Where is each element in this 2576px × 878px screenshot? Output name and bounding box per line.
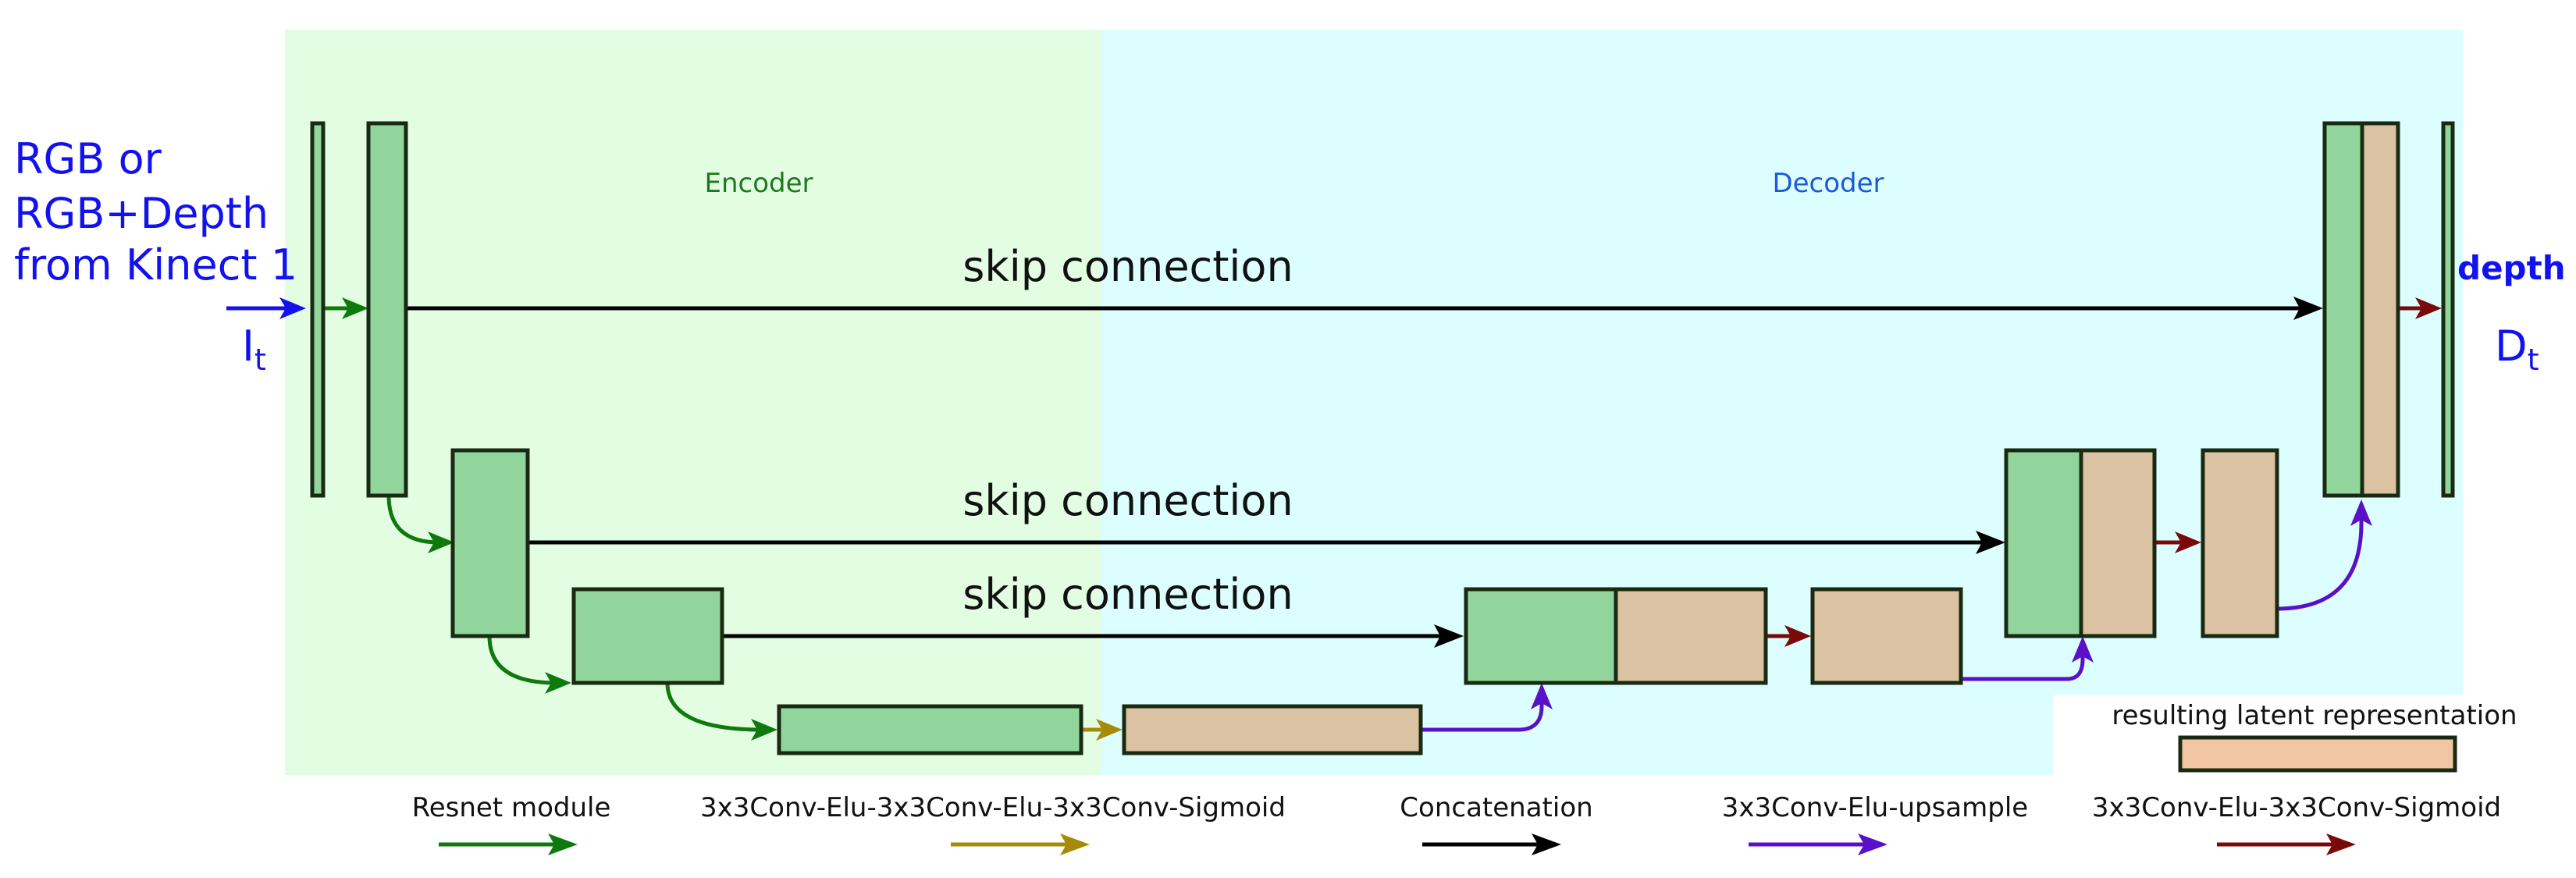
legend-arrow-resnet — [439, 834, 578, 855]
output-title: depth — [2457, 249, 2566, 287]
input-symbol-subscript: t — [254, 343, 266, 377]
legend-arrow-concatenation — [1422, 834, 1561, 855]
skip-arrow-1 — [406, 297, 2323, 320]
concat-block-3-up — [2360, 121, 2400, 498]
resnet-arrow-2 — [386, 495, 454, 553]
encoder-block-2 — [450, 448, 530, 638]
skip-arrow-2 — [528, 531, 2005, 554]
input-title-line-3: from Kinect 1 — [14, 240, 297, 290]
input-layer-block — [310, 121, 326, 498]
resnet-arrow-1 — [322, 297, 368, 319]
sigmoid-arrow-2 — [2154, 531, 2201, 553]
bottleneck-block — [1122, 704, 1423, 755]
encoder-block-1 — [366, 121, 408, 498]
legend-label-upsample: 3x3Conv-Elu-upsample — [1722, 792, 2028, 823]
decoder-region — [1101, 30, 2463, 775]
conv-sigmoid-arrow — [1081, 719, 1123, 741]
sigmoid-arrow-3 — [2395, 297, 2442, 319]
output-symbol-letter: D — [2495, 322, 2528, 371]
encoder-label: Encoder — [704, 168, 813, 199]
skip-connection-label-2: skip connection — [962, 476, 1293, 525]
latent-label: resulting latent representation — [2112, 700, 2517, 731]
legend-label-conv-sigmoid: 3x3Conv-Elu-3x3Conv-Elu-3x3Conv-Sigmoid — [700, 792, 1286, 823]
concat-block-2-up — [2079, 448, 2157, 638]
output-symbol: Dt — [2495, 322, 2539, 377]
input-arrow — [226, 297, 306, 319]
legend-label-concatenation: Concatenation — [1400, 792, 1592, 823]
input-symbol: It — [242, 322, 266, 377]
decoder-block-2 — [2201, 448, 2279, 638]
latent-representation-block — [2178, 735, 2457, 773]
skip-connection-label-1: skip connection — [962, 242, 1293, 291]
resnet-arrow-4 — [665, 682, 777, 741]
concat-block-1-up — [1614, 587, 1768, 685]
skip-connection-label-3: skip connection — [962, 570, 1293, 619]
skip-arrow-3 — [722, 624, 1464, 648]
input-title-line-2: RGB+Depth — [14, 189, 269, 238]
legend: Resnet module 3x3Conv-Elu-3x3Conv-Elu-3x… — [412, 792, 2501, 855]
encoder-block-4 — [777, 704, 1083, 755]
legend-label-resnet: Resnet module — [412, 792, 611, 823]
legend-arrow-sigmoid — [2217, 834, 2356, 855]
concat-block-2-skip — [2004, 448, 2083, 638]
output-symbol-subscript: t — [2528, 343, 2539, 377]
upsample-arrow-3 — [2276, 499, 2372, 611]
input-title-line-1: RGB or — [14, 134, 162, 183]
legend-arrow-upsample — [1749, 834, 1888, 855]
decoder-label: Decoder — [1772, 168, 1884, 199]
concat-block-1-skip — [1464, 587, 1618, 685]
resnet-arrow-3 — [487, 635, 571, 694]
encoder-block-3 — [571, 587, 724, 685]
output-layer-block — [2441, 121, 2455, 498]
upsample-arrow-2 — [1961, 636, 2094, 681]
input-symbol-letter: I — [242, 322, 254, 371]
decoder-block-1 — [1810, 587, 1963, 685]
legend-label-sigmoid: 3x3Conv-Elu-3x3Conv-Sigmoid — [2092, 792, 2501, 823]
concat-block-3-skip — [2322, 121, 2364, 498]
upsample-arrow-1 — [1421, 683, 1553, 732]
sigmoid-arrow-1 — [1766, 625, 1811, 647]
legend-arrow-conv-sigmoid — [951, 834, 1090, 855]
